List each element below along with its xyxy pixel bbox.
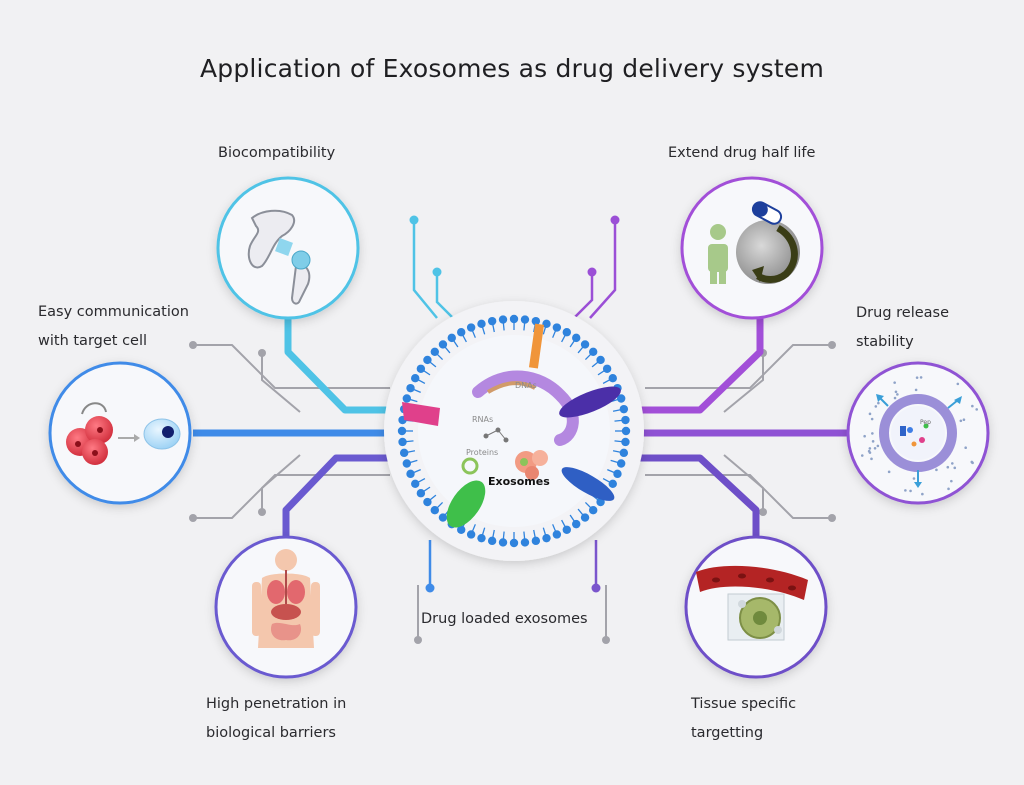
communication-label: Easy communication with target cell [38, 298, 189, 356]
inner-particles [900, 423, 929, 447]
center-circuit-dots [409, 215, 620, 593]
grey-circuit-dots [189, 341, 836, 644]
communication-node [48, 361, 192, 505]
target-cell-icon [143, 418, 181, 450]
pink-membrane-protein [402, 402, 440, 426]
tissue-label: Tissue specific targetting [691, 690, 796, 748]
molecule-icon [483, 427, 509, 443]
human-body-icon [252, 549, 320, 648]
cycle-arrow-icon [81, 402, 107, 415]
protein-blobs [461, 450, 548, 480]
arrow-head [752, 266, 764, 282]
tissue-node [684, 535, 828, 679]
label-line: Biocompatibility [218, 145, 336, 161]
red-cells-icon [66, 416, 113, 465]
center-exosome: DNAs RNAs Proteins Exosomes [384, 301, 644, 561]
particle-dots [860, 376, 979, 496]
penetration-label: High penetration in biological barriers [206, 690, 346, 748]
proteins-label: Proteins [466, 448, 498, 457]
label-line: biological barriers [206, 725, 336, 741]
cycle-arrow-icon [756, 224, 798, 283]
main-connectors [193, 316, 850, 538]
grey-circuit-lines [193, 344, 832, 640]
exosomes-label: Exosomes [488, 475, 550, 488]
page-title: Application of Exosomes as drug delivery… [199, 54, 825, 83]
label-line: Extend drug half life [668, 145, 816, 161]
label-line: Drug release [856, 305, 950, 321]
label-line: Tissue specific [691, 696, 797, 712]
label-line: Drug loaded exosomes [421, 611, 588, 627]
person-icon [708, 224, 728, 284]
dna-label: DNAs [515, 381, 537, 390]
green-membrane-protein [446, 480, 486, 528]
blood-vessel-icon [696, 565, 808, 600]
biocompatibility-node [216, 176, 360, 320]
rna-label: RNAs [472, 415, 493, 424]
release-label: Drug release stability [856, 299, 949, 357]
label-line: stability [856, 334, 914, 350]
label-line: High penetration in [206, 696, 347, 712]
half-life-node [680, 176, 824, 320]
drug-loaded-label: Drug loaded exosomes [421, 605, 588, 634]
half-life-label: Extend drug half life [668, 139, 815, 168]
dna-strand [486, 381, 536, 394]
blue-membrane-protein [561, 467, 615, 501]
release-arrows [876, 394, 962, 488]
implant-ball [291, 250, 311, 270]
label-line: Easy communication [38, 304, 189, 320]
pep-label: Pep [920, 419, 931, 426]
implant-block [275, 238, 293, 256]
label-line: with target cell [38, 333, 148, 349]
biocompatibility-label: Biocompatibility [218, 139, 335, 168]
center-circuit-branches [412, 222, 617, 585]
penetration-node [214, 535, 358, 679]
label-line: targetting [691, 725, 764, 741]
rna-strand [472, 370, 579, 446]
orange-membrane-protein [528, 323, 545, 369]
release-node: Pep [846, 361, 990, 505]
purple-membrane-protein [559, 386, 621, 418]
vesicle-ring [879, 394, 957, 472]
blood-cells [712, 573, 796, 591]
